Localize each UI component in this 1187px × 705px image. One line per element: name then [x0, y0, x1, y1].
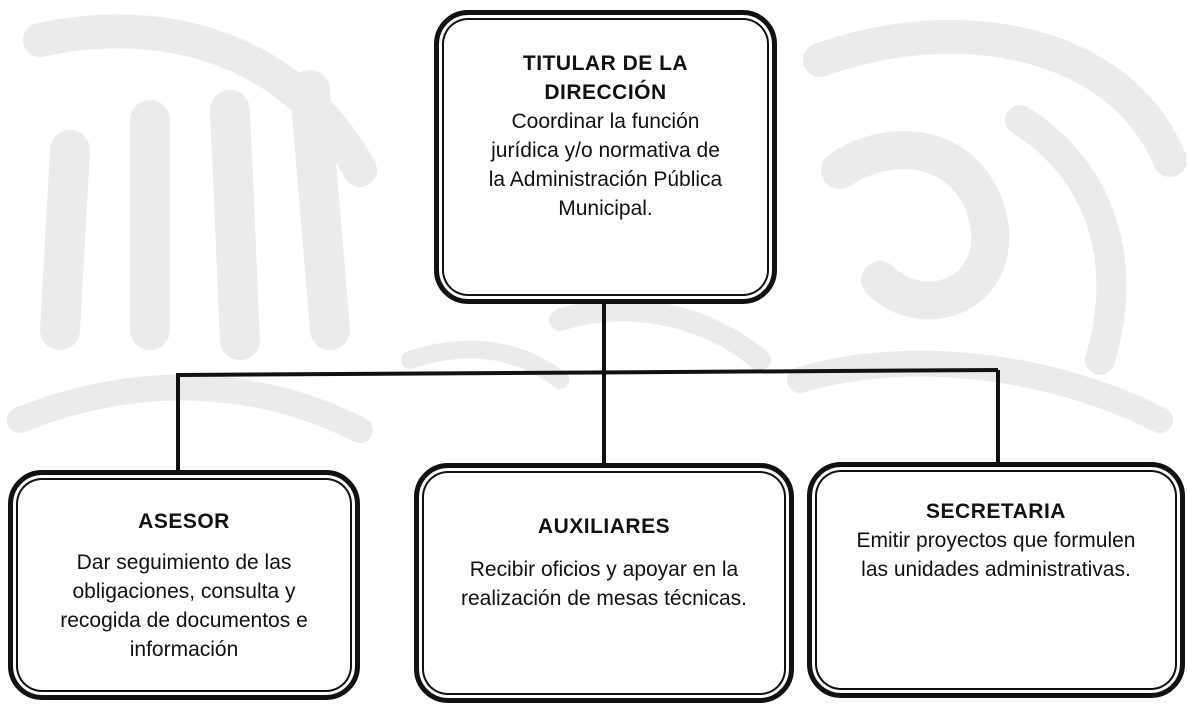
- node-auxiliares-title: AUXILIARES: [537, 515, 671, 538]
- node-titular: TITULAR DE LA DIRECCIÓN Coordinar la fun…: [434, 10, 777, 304]
- node-asesor: ASESOR Dar seguimiento de las obligacion…: [8, 470, 360, 700]
- node-secretaria-title: SECRETARIA: [926, 500, 1066, 523]
- node-secretaria: SECRETARIA Emitir proyectos que formulen…: [807, 462, 1185, 698]
- node-titular-title: TITULAR DE LA DIRECCIÓN: [522, 52, 689, 104]
- node-asesor-description: Dar seguimiento de las obligaciones, con…: [60, 551, 308, 661]
- node-auxiliares-description: Recibir oficios y apoyar en la realizaci…: [461, 558, 747, 610]
- connector-horizontal: [177, 368, 999, 377]
- node-titular-description: Coordinar la función jurídica y/o normat…: [488, 110, 723, 220]
- node-secretaria-description: Emitir proyectos que formulen las unidad…: [856, 529, 1136, 581]
- node-asesor-title: ASESOR: [138, 510, 230, 533]
- node-auxiliares: AUXILIARES Recibir oficios y apoyar en l…: [414, 463, 794, 703]
